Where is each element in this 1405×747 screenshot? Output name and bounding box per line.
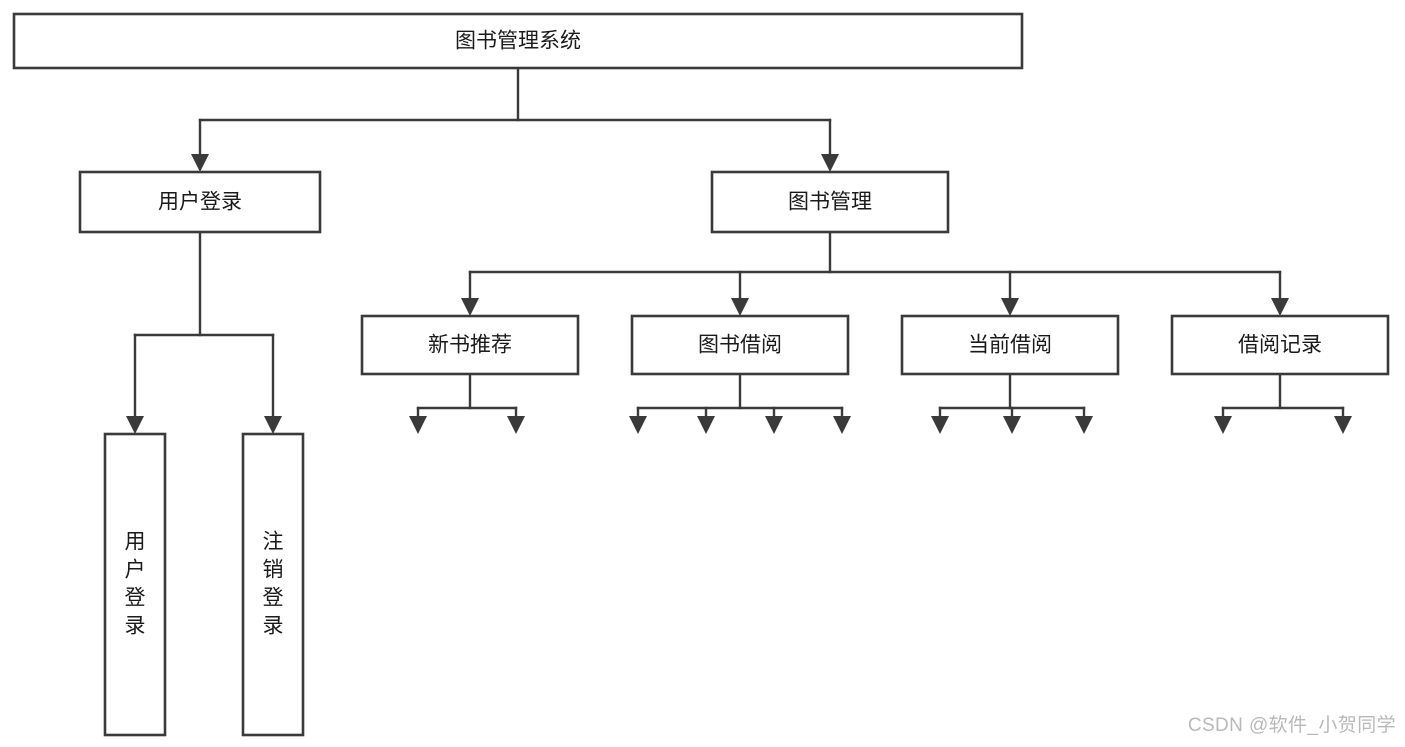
node-box-新书推荐[interactable] [360, 314, 580, 376]
arrow-head-icon [126, 416, 144, 434]
node-box-用户登录[interactable] [103, 432, 167, 737]
node-label-图书借阅: 图书借阅 [698, 334, 782, 357]
node-layer: 图书管理系统用户登录用户登录注销登录图书管理新书推荐图书借阅当前借阅借阅记录 [12, 12, 1390, 737]
arrow-head-icon [1003, 416, 1021, 434]
arrow-head-icon [1214, 416, 1232, 434]
arrow-head-icon [1001, 298, 1019, 316]
node-box-当前借阅[interactable] [900, 314, 1120, 376]
arrow-head-icon [1271, 298, 1289, 316]
arrow-head-icon [931, 416, 949, 434]
node-label-图书管理系统: 图书管理系统 [455, 30, 581, 53]
arrow-head-icon [264, 416, 282, 434]
arrow-head-icon [833, 416, 851, 434]
arrow-head-icon [629, 416, 647, 434]
arrow-head-icon [507, 416, 525, 434]
node-label-借阅记录: 借阅记录 [1238, 334, 1322, 357]
node-用户登录[interactable]: 用户登录 [78, 170, 322, 234]
csdn-watermark: CSDN @软件_小贺同学 [1188, 714, 1396, 736]
node-当前借阅[interactable]: 当前借阅 [900, 314, 1120, 376]
node-box-图书借阅[interactable] [630, 314, 850, 376]
node-注销登录[interactable]: 注销登录 [241, 432, 305, 737]
node-label-用户登录: 用户登录 [158, 191, 242, 214]
node-新书推荐[interactable]: 新书推荐 [360, 314, 580, 376]
node-box-图书管理[interactable] [710, 170, 950, 234]
connector-layer [126, 66, 1352, 434]
node-图书管理系统[interactable]: 图书管理系统 [12, 12, 1024, 70]
node-label-新书推荐: 新书推荐 [428, 334, 512, 357]
node-box-图书管理系统[interactable] [12, 12, 1024, 70]
node-用户登录[interactable]: 用户登录 [103, 432, 167, 737]
arrow-head-icon [1075, 416, 1093, 434]
node-box-用户登录[interactable] [78, 170, 322, 234]
node-label-用户登录: 用户登录 [125, 530, 146, 637]
node-label-当前借阅: 当前借阅 [968, 334, 1052, 357]
arrow-head-icon [191, 154, 209, 172]
node-label-图书管理: 图书管理 [788, 191, 872, 214]
node-图书管理[interactable]: 图书管理 [710, 170, 950, 234]
node-box-借阅记录[interactable] [1170, 314, 1390, 376]
arrow-head-icon [461, 298, 479, 316]
node-label-注销登录: 注销登录 [263, 530, 284, 637]
arrow-head-icon [765, 416, 783, 434]
arrow-head-icon [697, 416, 715, 434]
arrow-head-icon [821, 154, 839, 172]
arrow-head-icon [731, 298, 749, 316]
arrow-head-icon [1334, 416, 1352, 434]
node-借阅记录[interactable]: 借阅记录 [1170, 314, 1390, 376]
node-图书借阅[interactable]: 图书借阅 [630, 314, 850, 376]
arrow-head-icon [409, 416, 427, 434]
node-box-注销登录[interactable] [241, 432, 305, 737]
